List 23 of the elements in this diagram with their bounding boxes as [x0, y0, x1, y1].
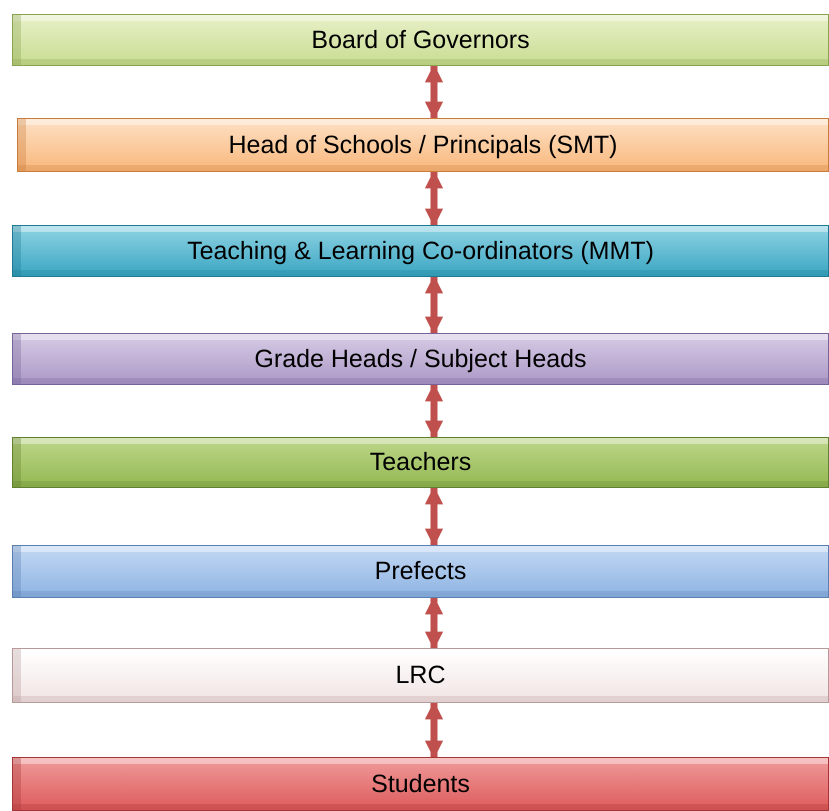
double-arrow — [424, 486, 444, 547]
level-bar — [12, 437, 829, 488]
double-arrow — [424, 64, 444, 120]
level-label: Teaching & Learning Co-ordinators (MMT) — [187, 236, 654, 266]
double-arrow — [424, 275, 444, 335]
level-label: Board of Governors — [311, 26, 530, 54]
double-arrow — [424, 383, 444, 439]
double-arrow — [424, 170, 444, 227]
level-label: LRC — [395, 661, 446, 690]
level-bar — [12, 333, 829, 385]
level-label: Teachers — [370, 448, 472, 477]
level-bar — [17, 118, 829, 172]
double-arrow — [424, 596, 444, 650]
level-bar — [12, 648, 829, 703]
level-label: Grade Heads / Subject Heads — [254, 344, 587, 374]
level-bar — [12, 545, 829, 598]
level-label: Students — [371, 770, 470, 798]
level-bar — [12, 225, 829, 277]
level-label: Head of Schools / Principals (SMT) — [228, 130, 618, 160]
double-arrow — [424, 701, 444, 759]
level-label: Prefects — [374, 557, 466, 586]
level-bar — [12, 14, 829, 66]
level-bar — [12, 757, 829, 811]
